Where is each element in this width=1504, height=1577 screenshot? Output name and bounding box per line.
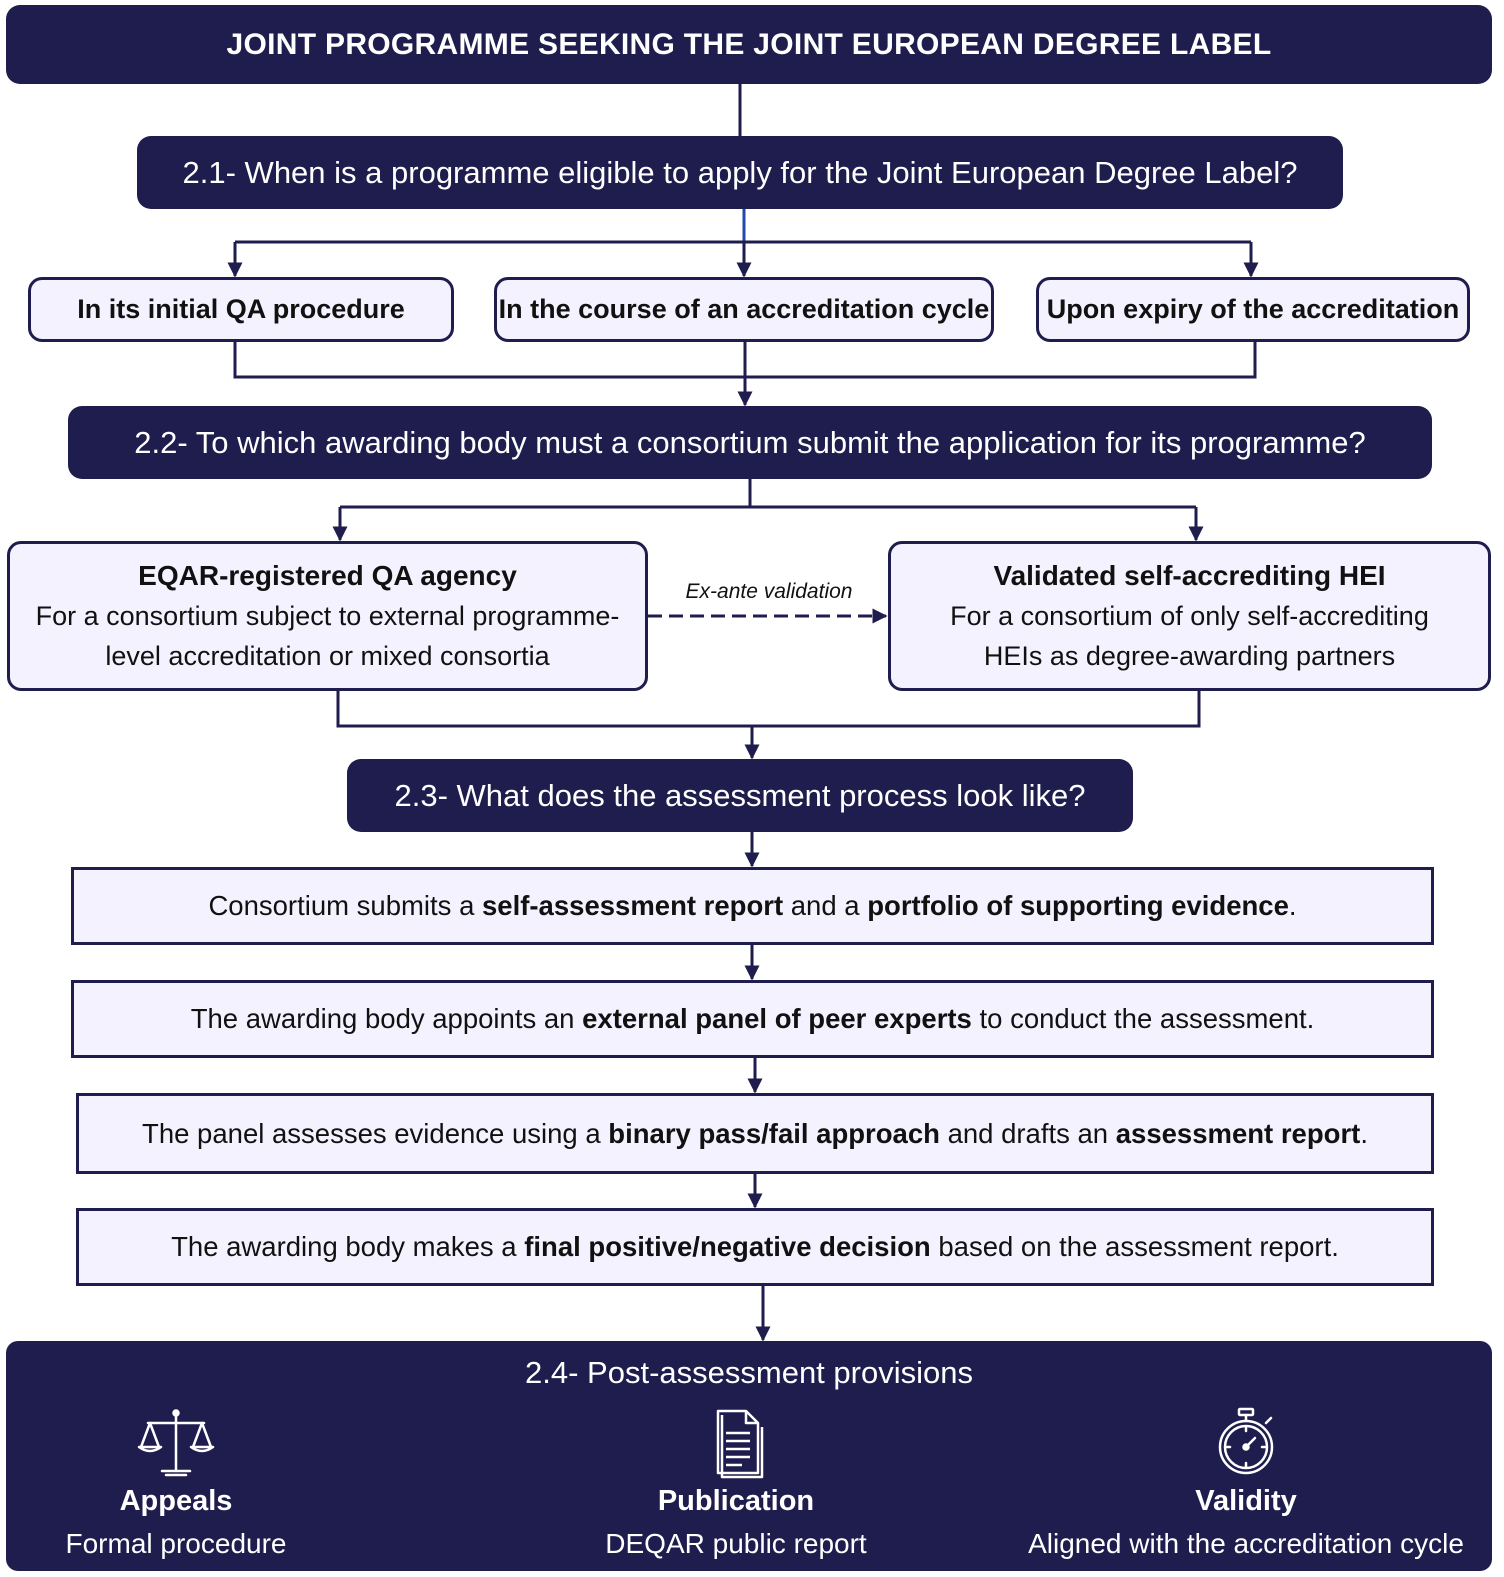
step3-bold-b: binary pass/fail approach [608,1117,940,1149]
step-self-assessment: Consortium submits a self-assessment rep… [71,867,1434,945]
option-accreditation-cycle: In the course of an accreditation cycle [494,277,994,342]
post-assessment-panel: 2.4- Post-assessment provisions Appeals … [6,1341,1492,1571]
document-icon [716,1409,764,1479]
stopwatch-icon [1218,1407,1274,1475]
step2-text-c: to conduct the assessment. [971,1003,1315,1034]
post-assessment-title: 2.4- Post-assessment provisions [525,1355,973,1390]
step4-text-c: based on the assessment report. [930,1231,1339,1262]
step-panel-assessment: The panel assesses evidence using a bina… [76,1093,1434,1174]
body-qa-agency-line2: level accreditation or mixed consortia [105,641,550,671]
provision-appeals: Appeals Formal procedure [26,1407,326,1560]
step3-text-e: . [1360,1117,1368,1149]
provision-publication-name: Publication [657,1485,815,1517]
provision-publication: Publication DEQAR public report [586,1407,886,1560]
question-2-2: 2.2- To which awarding body must a conso… [68,406,1432,479]
diagram-title: JOINT PROGRAMME SEEKING THE JOINT EUROPE… [6,5,1492,84]
body-hei-line2: HEIs as degree-awarding partners [983,641,1396,671]
body-qa-agency: EQAR-registered QA agency For a consorti… [7,541,648,691]
question-2-1: 2.1- When is a programme eligible to app… [137,136,1343,209]
step1-bold-d: portfolio of supporting evidence [867,890,1289,921]
body-qa-agency-line1: For a consortium subject to external pro… [35,601,620,631]
provision-validity: Validity Aligned with the accreditation … [1006,1407,1486,1560]
step1-bold-b: self-assessment report [482,890,784,921]
step4-bold-b: final positive/negative decision [524,1231,931,1262]
step2-text-a: The awarding body appoints an [190,1003,583,1034]
ex-ante-validation-label: Ex-ante validation [685,580,853,603]
provision-appeals-desc: Formal procedure [65,1528,287,1559]
step-final-decision: The awarding body makes a final positive… [76,1208,1434,1286]
provision-appeals-name: Appeals [119,1485,233,1517]
step2-bold-b: external panel of peer experts [582,1003,972,1034]
step3-text-a: The panel assesses evidence using a [142,1117,609,1149]
provision-publication-desc: DEQAR public report [605,1528,867,1559]
question-2-3: 2.3- What does the assessment process lo… [347,759,1133,832]
step1-text-e: . [1288,890,1297,921]
option-initial-qa: In its initial QA procedure [28,277,454,342]
step3-text-c: and drafts an [939,1117,1116,1149]
body-qa-agency-title: EQAR-registered QA agency [138,560,517,591]
provision-validity-name: Validity [1195,1485,1297,1517]
step1-text-c: and a [783,890,868,921]
body-self-accrediting-hei: Validated self-accrediting HEI For a con… [888,541,1491,691]
scales-icon [137,1409,215,1477]
step3-bold-d: assessment report [1115,1117,1361,1149]
step-panel-appointment: The awarding body appoints an external p… [71,980,1434,1058]
option-expiry: Upon expiry of the accreditation [1036,277,1470,342]
provision-validity-desc: Aligned with the accreditation cycle [1028,1528,1464,1559]
step4-text-a: The awarding body makes a [171,1231,525,1262]
body-hei-line1: For a consortium of only self-accreditin… [950,601,1429,631]
step1-text-a: Consortium submits a [208,890,483,921]
body-hei-title: Validated self-accrediting HEI [993,560,1386,591]
